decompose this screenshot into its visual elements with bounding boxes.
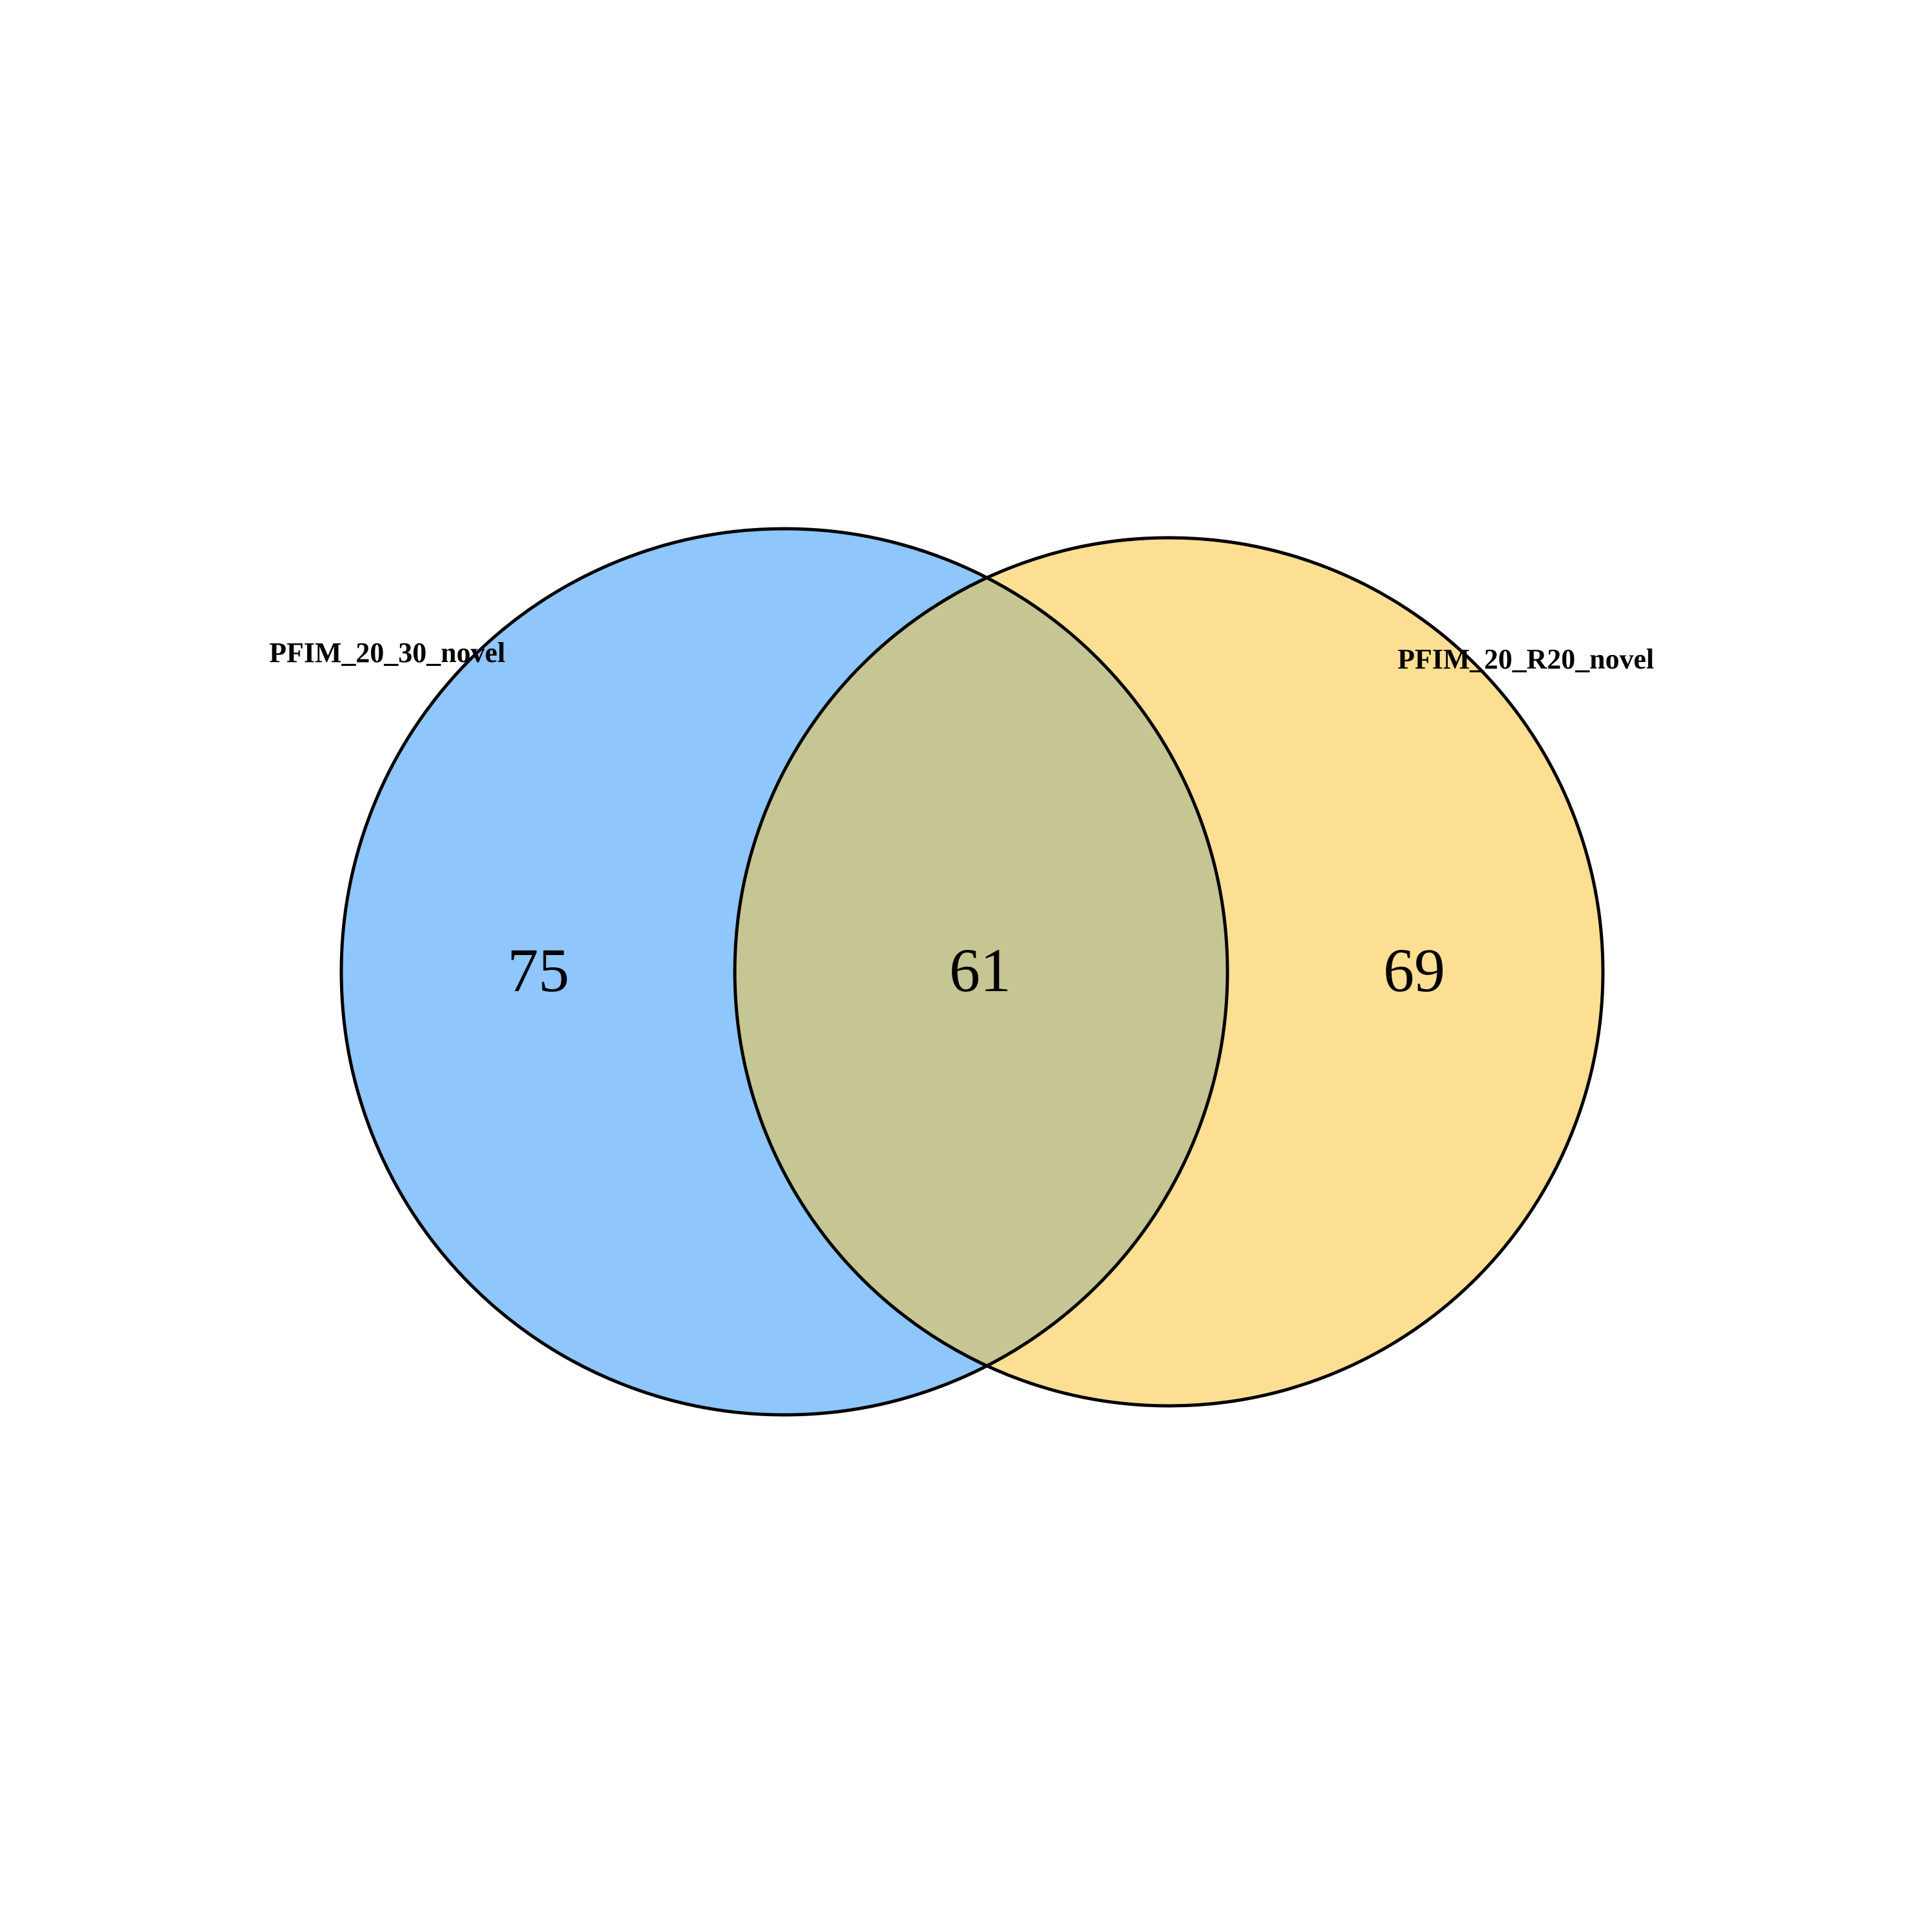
- set-right-outline: [733, 536, 1605, 1408]
- count-intersection: 61: [949, 936, 1011, 1005]
- set-right-label: PFIM_20_R20_novel: [1397, 643, 1654, 675]
- set-left-outline: [339, 527, 1229, 1417]
- set-left-label: PFIM_20_30_novel: [269, 637, 506, 668]
- intersection-fill: [735, 538, 1227, 1406]
- count-left-only: 75: [507, 936, 569, 1005]
- count-right-only: 69: [1383, 936, 1445, 1005]
